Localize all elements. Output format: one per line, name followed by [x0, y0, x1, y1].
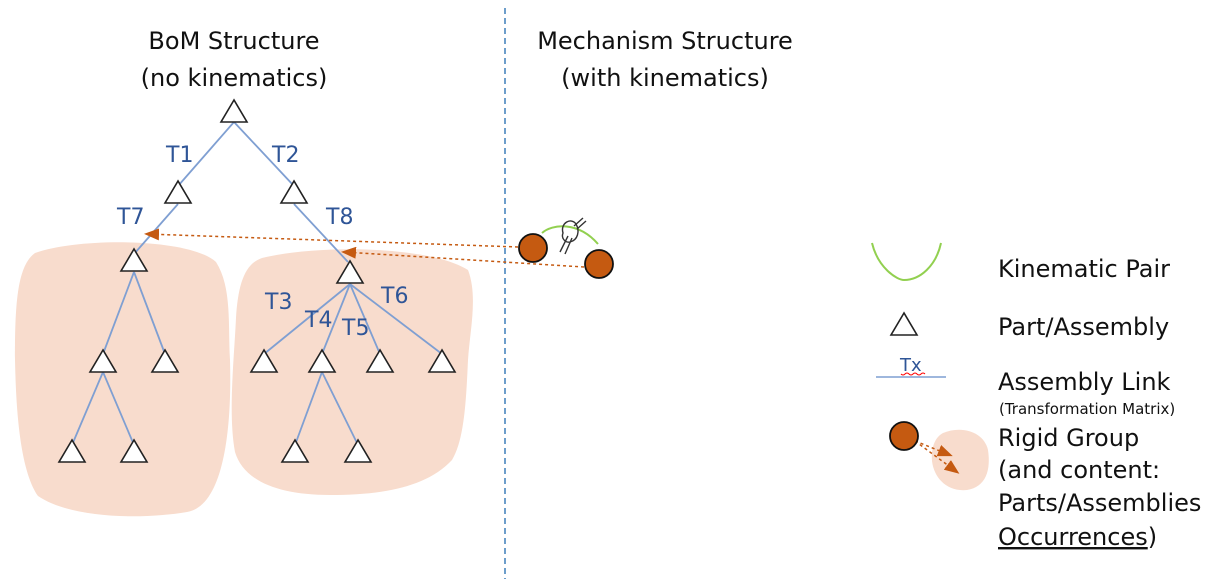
left-title-line-2: (no kinematics): [141, 64, 328, 92]
triangle-icon: [343, 438, 373, 463]
link-right-sub-to-c: [349, 283, 381, 355]
link-label-t3: T3: [264, 290, 292, 315]
triangle-icon: [150, 348, 180, 373]
legend-kinematic-pair-label: Kinematic Pair: [998, 255, 1170, 283]
triangle-icon: [219, 98, 249, 123]
link-label-t5: T5: [341, 316, 369, 341]
triangle-icon: [119, 438, 149, 463]
triangle-icon: [57, 438, 87, 463]
triangle-icon: [280, 438, 310, 463]
link-left-a-to-c: [71, 371, 104, 446]
triangle-icon: [335, 259, 365, 284]
legend-triangle-icon: [889, 311, 919, 336]
legend-rigid-group-region: [931, 429, 989, 491]
link-right-to-sub: [293, 203, 349, 263]
rigid-group-node-right: [584, 249, 614, 279]
link-right-sub-to-d: [349, 283, 443, 355]
triangle-icon: [365, 348, 395, 373]
hinge-icon: [561, 220, 579, 243]
legend-occurrences-suffix: ): [1148, 523, 1157, 551]
triangle-icon: [163, 179, 193, 204]
rigid-group-link-right: [341, 246, 585, 268]
legend-transformation-matrix-label: (Transformation Matrix): [999, 400, 1175, 418]
hinge-pin-icon: [573, 217, 584, 227]
link-label-t7: T7: [116, 205, 144, 230]
link-left-sub-to-a: [102, 271, 135, 355]
link-right-sub-to-b: [321, 283, 351, 355]
legend-rigid-arrow-lower: [914, 440, 960, 474]
right-rigid-group-region: [231, 249, 473, 495]
link-root-right: [233, 121, 295, 187]
legend-rigid-arrow-upper: [914, 440, 953, 457]
link-root-left: [177, 121, 235, 187]
left-rigid-group-region: [15, 242, 231, 517]
legend-assembly-link-label: Assembly Link: [998, 368, 1171, 396]
bom-links: [71, 121, 443, 446]
link-label-t1: T1: [165, 143, 193, 168]
link-label-t8: T8: [325, 205, 353, 230]
rigid-group-link-left: [144, 228, 519, 248]
hinge-pin-icon: [564, 237, 573, 255]
legend-rigid-group-label-line-1: Rigid Group: [998, 424, 1139, 452]
legend-link-tx-label: Tx: [899, 355, 922, 376]
link-right-b-to-f: [321, 371, 359, 446]
right-title-line-2: (with kinematics): [561, 64, 769, 92]
joint-icon-group: [559, 217, 587, 255]
bom-triangles: [57, 98, 457, 463]
legend-link-tx-underline: [900, 372, 926, 376]
triangle-icon: [307, 348, 337, 373]
left-title-line-1: BoM Structure: [148, 27, 319, 55]
rigid-group-node-left: [518, 233, 548, 263]
triangle-icon: [427, 348, 457, 373]
legend-rigid-group-label-line-3: Parts/Assemblies: [998, 489, 1201, 517]
hinge-pin-icon: [576, 220, 587, 230]
link-right-b-to-e: [294, 371, 323, 446]
triangle-icon: [249, 348, 279, 373]
legend-occurrences-label: Occurrences: [998, 523, 1148, 551]
kinematic-pair-arc: [541, 225, 599, 245]
hinge-pin-icon: [559, 235, 569, 253]
triangle-icon: [279, 179, 309, 204]
legend-rigid-group-label-line-2: (and content:: [998, 456, 1160, 484]
link-label-t4: T4: [304, 308, 332, 333]
legend-circle-icon: [889, 421, 919, 451]
legend-kinematic-pair-icon: [871, 242, 942, 282]
link-left-a-to-d: [102, 371, 135, 446]
legend-rigid-group-label-line-4: Occurrences): [998, 523, 1157, 551]
link-left-sub-to-b: [133, 271, 166, 355]
triangle-icon: [88, 348, 118, 373]
link-label-t6: T6: [380, 284, 408, 309]
triangle-icon: [119, 247, 149, 272]
right-title-line-1: Mechanism Structure: [537, 27, 793, 55]
link-right-sub-to-a: [263, 283, 351, 355]
legend-part-assembly-label: Part/Assembly: [998, 313, 1169, 341]
link-label-t2: T2: [271, 143, 299, 168]
